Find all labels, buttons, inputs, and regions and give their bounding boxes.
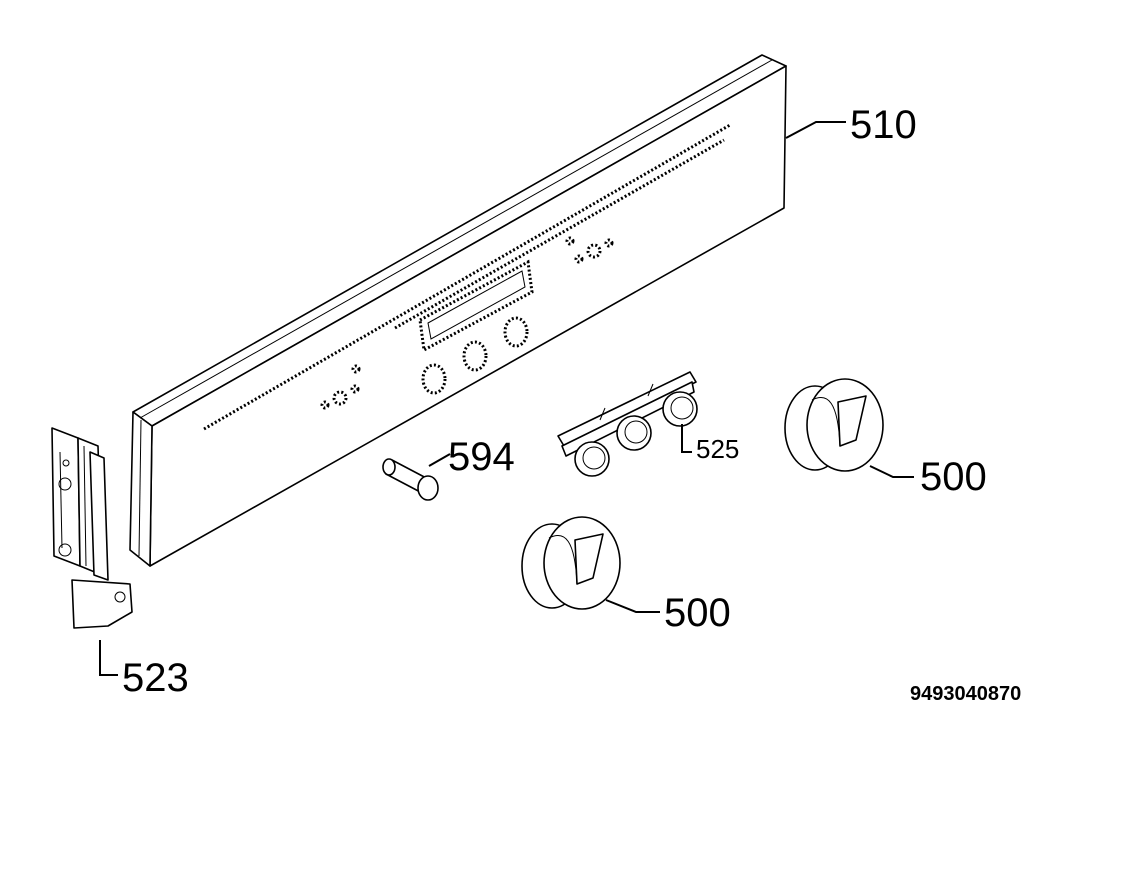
label-500-upper: 500 — [920, 455, 987, 499]
label-594: 594 — [448, 435, 515, 479]
light-pin-594 — [382, 458, 439, 501]
knob-lower-500 — [521, 516, 621, 610]
label-500-lower: 500 — [664, 591, 731, 635]
leader-lines — [99, 121, 914, 676]
label-523: 523 — [122, 656, 189, 700]
switch-assembly-525 — [557, 371, 698, 477]
document-number: 9493040870 — [910, 683, 1021, 705]
label-525: 525 — [696, 434, 739, 464]
label-510: 510 — [850, 103, 917, 147]
knob-upper-500 — [784, 378, 884, 472]
control-panel-510 — [129, 54, 787, 567]
side-bracket-523 — [51, 427, 133, 629]
